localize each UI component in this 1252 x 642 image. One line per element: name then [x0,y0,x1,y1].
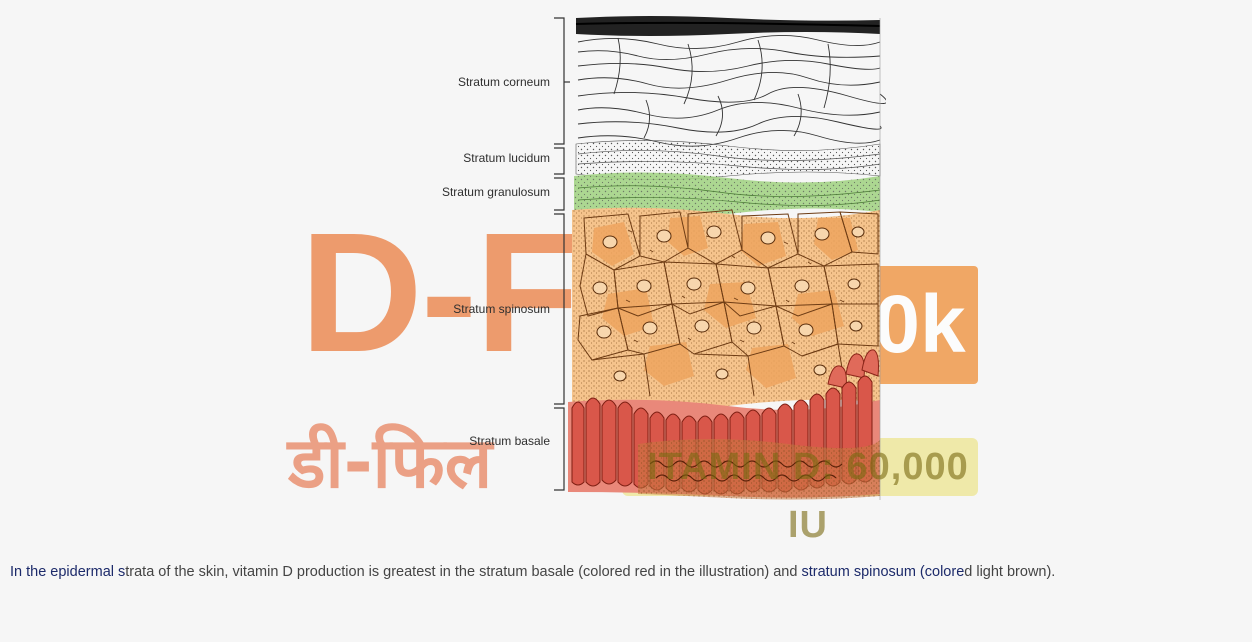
label-stratum-corneum: Stratum corneum [400,75,550,89]
caption-link-epidermal[interactable]: In the epidermal s [10,564,125,580]
caption-text: trata of the skin, vitamin D production … [125,564,801,580]
label-stratum-lucidum: Stratum lucidum [400,151,550,165]
figure-caption: In the epidermal strata of the skin, vit… [10,556,1230,588]
caption-link-stratum-spinosum[interactable]: stratum spinosum [801,564,915,580]
caption-text-end: d light brown). [964,564,1055,580]
watermark-pill-text: ITAMIN D: 60,000 IU [640,438,976,496]
label-stratum-basale: Stratum basale [400,434,550,448]
label-stratum-granulosum: Stratum granulosum [392,185,550,199]
figure-area: D-F 0k डी-फिल [0,0,1252,510]
label-stratum-spinosum: Stratum spinosum [400,302,550,316]
caption-link-colored[interactable]: (colore [916,564,964,580]
